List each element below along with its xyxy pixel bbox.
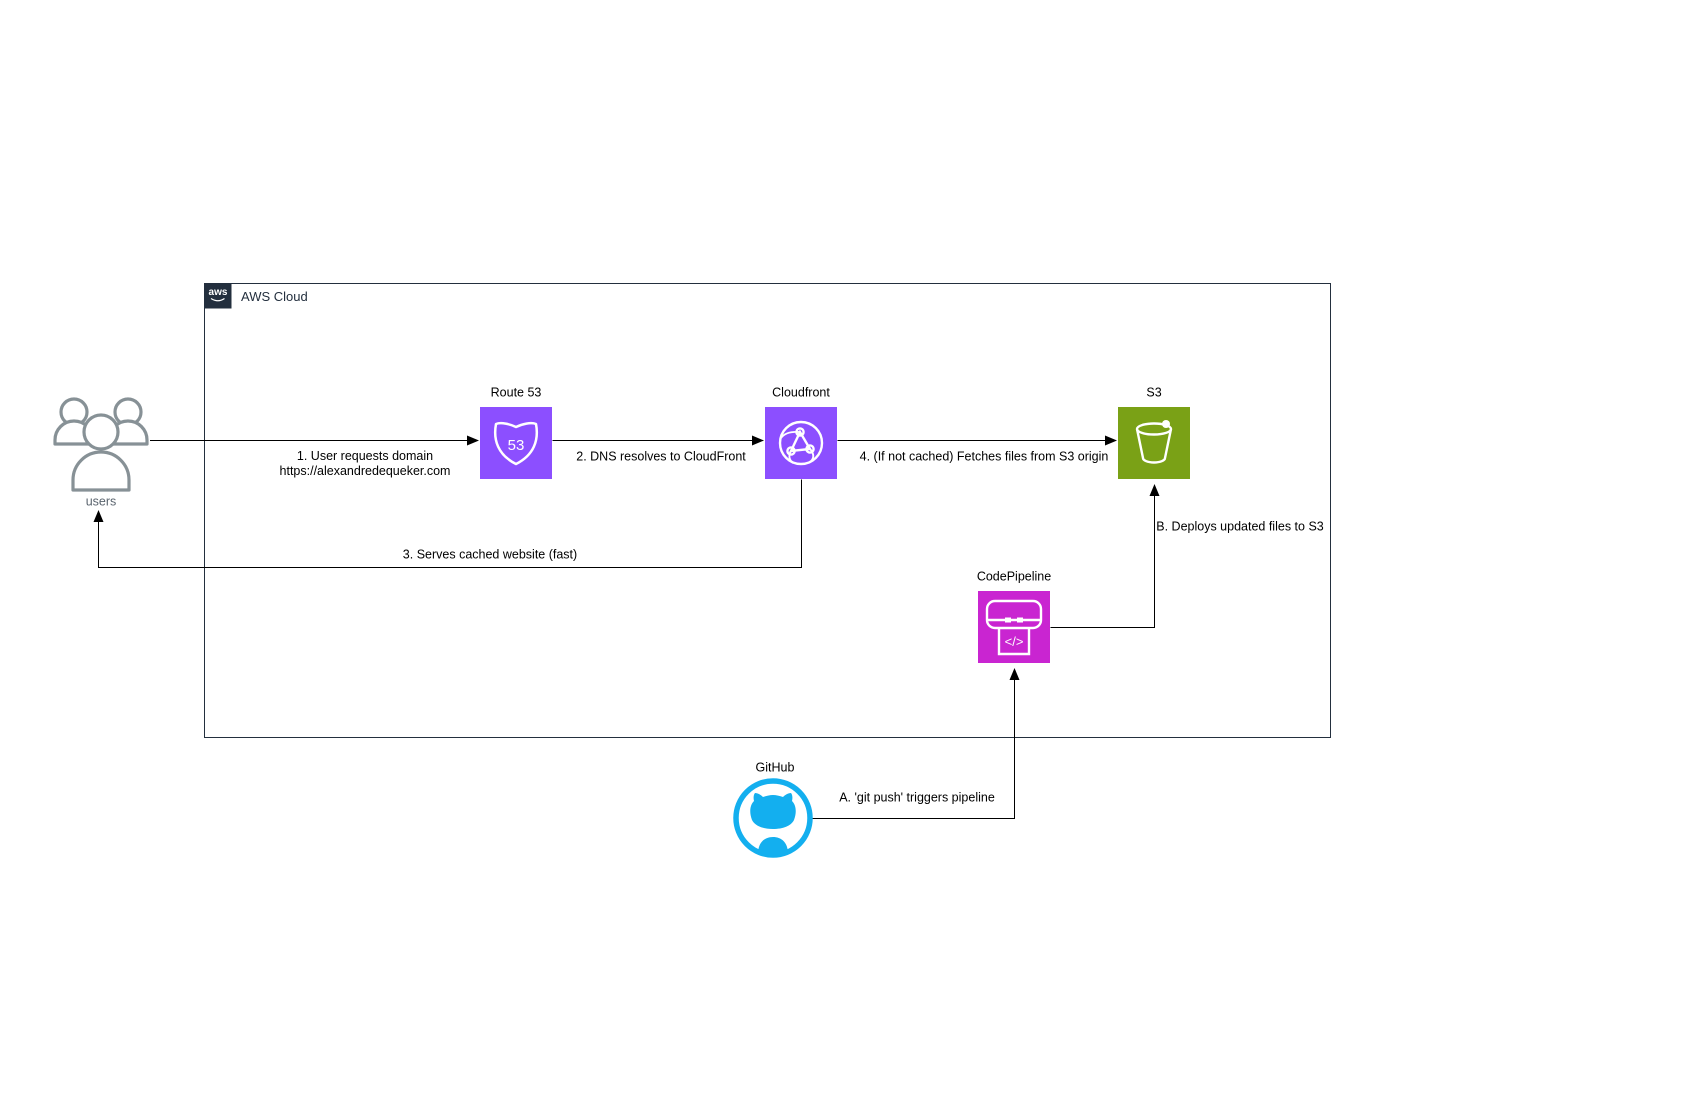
aws-logo-smile-icon [210,297,225,302]
flow-label-step1: 1. User requests domain https://alexandr… [280,449,451,479]
cloudfront-dot-3 [786,446,796,456]
cloudfront-box [765,407,837,479]
flow-label-stepB: B. Deploys updated files to S3 [1156,519,1324,534]
cloudfront-node-links [789,429,812,453]
github-head [750,793,796,829]
codepipeline-icon [985,599,1043,656]
s3-bucket-body [1135,428,1173,464]
arrow-stepB [1050,484,1160,628]
cloudfront-node [765,407,837,479]
flow-label-step1-line2: https://alexandredequeker.com [279,464,451,478]
s3-bucket-rim [1135,422,1173,436]
github-body [758,837,788,854]
users-icon [53,397,149,492]
route53-box [480,407,552,479]
route53-label: Route 53 [490,385,542,400]
codepipeline-label: CodePipeline [976,569,1052,584]
flow-label-step1-line1: 1. User requests domain [296,449,434,463]
arrow-step3 [93,479,802,568]
cloudfront-dot-1 [795,427,805,437]
users-icon-front-head [82,413,120,451]
route53-shield-icon [494,421,538,466]
arrow-stepA [810,668,1020,819]
flow-label-step2: 2. DNS resolves to CloudFront [576,449,746,464]
flow-label-step3: 3. Serves cached website (fast) [402,547,578,562]
flow-arrows [93,435,1160,819]
route53-badge-text: 53 [508,437,525,454]
aws-cloud-boundary [204,283,1331,738]
aws-logo-text: aws [209,287,228,298]
github-label: GitHub [755,760,795,775]
flow-label-step4: 4. (If not cached) Fetches files from S3… [859,449,1109,464]
aws-logo-badge [204,283,232,309]
s3-box [1118,407,1190,479]
codepipeline-card [985,599,1043,630]
aws-cloud-group: aws [204,283,1331,738]
codepipeline-flap [997,628,1031,656]
cloudfront-arcs [780,430,815,464]
cloudfront-globe-icon [778,420,824,466]
cloudfront-label: Cloudfront [772,385,830,400]
s3-object-ball [1162,420,1170,428]
s3-node [1118,407,1190,479]
aws-cloud-label: AWS Cloud [241,289,308,304]
flow-label-stepA: A. 'git push' triggers pipeline [839,790,995,805]
users-label: users [85,494,117,509]
s3-label: S3 [1146,385,1162,400]
cloudfront-dot-2 [805,444,815,454]
github-octocat-icon [733,778,813,858]
codepipeline-code-glyph: </> [1005,634,1024,649]
route53-node: 53 [480,407,552,479]
s3-bucket-icon [1135,420,1173,464]
cloudfront-globe-outline [778,420,824,466]
users-icon-front-body [71,450,131,492]
codepipeline-node: </> [978,591,1050,663]
